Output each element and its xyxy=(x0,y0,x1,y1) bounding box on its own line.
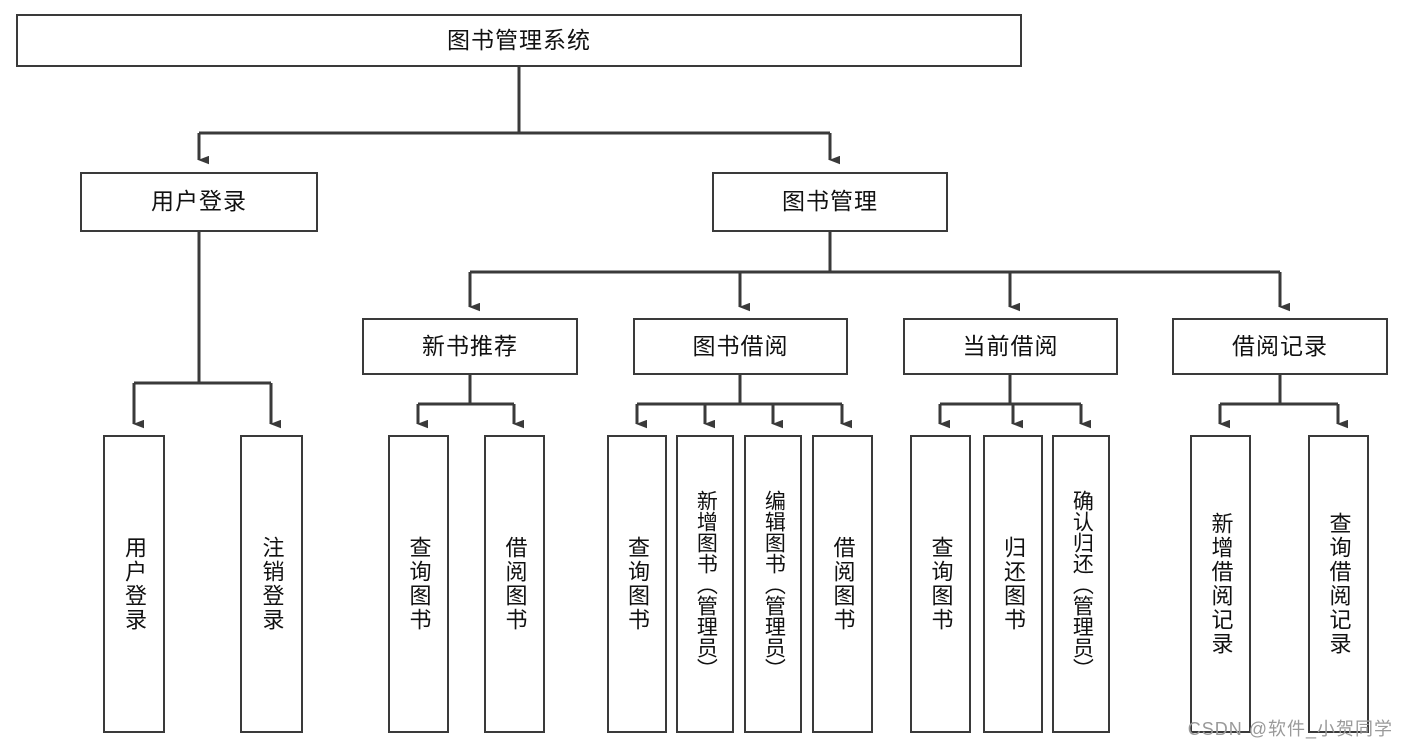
leaf-leaf-user-login-label: 用户登录 xyxy=(121,536,147,632)
leaf-leaf-add-borrow-record[interactable]: 新增借阅记录 xyxy=(1190,435,1251,733)
node-current-borrow-label: 当前借阅 xyxy=(962,332,1059,359)
leaf-leaf-return-book-label: 归还图书 xyxy=(1000,536,1026,632)
node-root[interactable]: 图书管理系统 xyxy=(16,14,1022,67)
node-borrow-record-label: 借阅记录 xyxy=(1232,332,1328,359)
node-user-login[interactable]: 用户登录 xyxy=(80,172,318,232)
node-book-borrow-label: 图书借阅 xyxy=(692,332,789,359)
leaf-leaf-logout-label: 注销登录 xyxy=(259,536,285,632)
leaf-leaf-borrow-book[interactable]: 借阅图书 xyxy=(812,435,873,733)
watermark-text: CSDN @软件_小贺同学 xyxy=(1187,719,1393,739)
node-book-manage[interactable]: 图书管理 xyxy=(712,172,948,232)
leaf-leaf-add-book-admin[interactable]: 新增图书（管理员） xyxy=(676,435,734,733)
leaf-leaf-confirm-return-admin[interactable]: 确认归还（管理员） xyxy=(1052,435,1110,733)
node-current-borrow[interactable]: 当前借阅 xyxy=(903,318,1118,375)
leaf-leaf-query-book-cur-label: 查询图书 xyxy=(928,536,954,632)
node-book-manage-label: 图书管理 xyxy=(782,188,878,215)
node-new-book-recommend[interactable]: 新书推荐 xyxy=(362,318,578,375)
node-root-label: 图书管理系统 xyxy=(447,26,591,53)
leaf-leaf-confirm-return-admin-label: 确认归还（管理员） xyxy=(1070,489,1094,679)
leaf-leaf-return-book[interactable]: 归还图书 xyxy=(983,435,1043,733)
leaf-leaf-user-login[interactable]: 用户登录 xyxy=(103,435,165,733)
node-book-borrow[interactable]: 图书借阅 xyxy=(633,318,848,375)
leaf-leaf-add-borrow-record-label: 新增借阅记录 xyxy=(1208,512,1234,656)
node-user-login-label: 用户登录 xyxy=(151,188,247,215)
leaf-leaf-query-borrow-record-label: 查询借阅记录 xyxy=(1326,512,1352,656)
leaf-leaf-query-book-cur[interactable]: 查询图书 xyxy=(910,435,971,733)
node-new-book-recommend-label: 新书推荐 xyxy=(422,332,518,359)
leaf-leaf-add-book-admin-label: 新增图书（管理员） xyxy=(694,489,718,679)
leaf-leaf-borrow-book-label: 借阅图书 xyxy=(830,536,856,632)
leaf-leaf-query-book-borrow-label: 查询图书 xyxy=(624,536,650,632)
leaf-leaf-query-borrow-record[interactable]: 查询借阅记录 xyxy=(1308,435,1369,733)
leaf-leaf-borrow-book-rec-label: 借阅图书 xyxy=(502,536,528,632)
node-borrow-record[interactable]: 借阅记录 xyxy=(1172,318,1388,375)
leaf-leaf-edit-book-admin-label: 编辑图书（管理员） xyxy=(762,489,786,679)
leaf-leaf-borrow-book-rec[interactable]: 借阅图书 xyxy=(484,435,545,733)
leaf-leaf-query-book-borrow[interactable]: 查询图书 xyxy=(607,435,667,733)
leaf-leaf-query-book-rec[interactable]: 查询图书 xyxy=(388,435,449,733)
leaf-leaf-logout[interactable]: 注销登录 xyxy=(240,435,303,733)
leaf-leaf-query-book-rec-label: 查询图书 xyxy=(406,536,432,632)
leaf-leaf-edit-book-admin[interactable]: 编辑图书（管理员） xyxy=(744,435,802,733)
